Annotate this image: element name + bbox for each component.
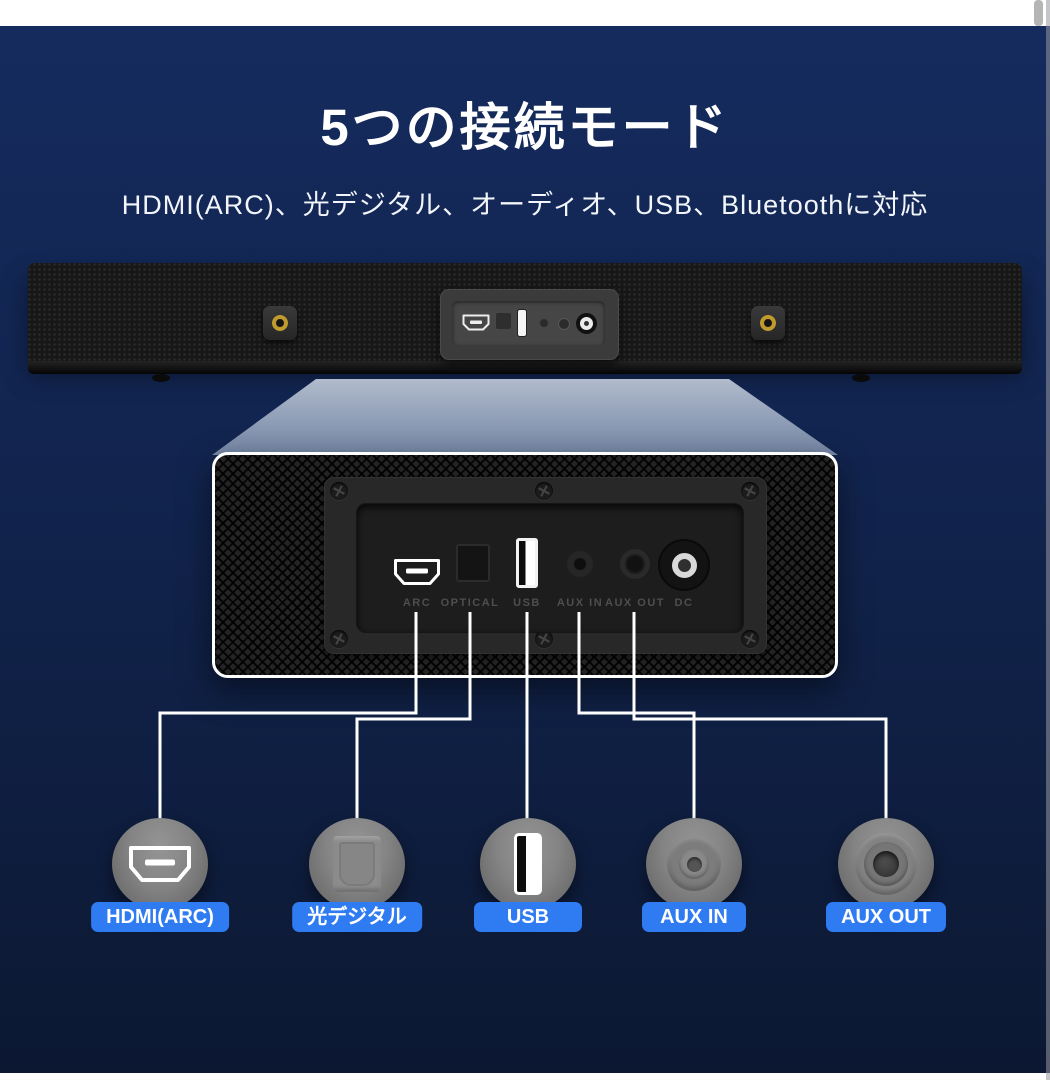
aux-in-jack-icon bbox=[667, 837, 721, 891]
optical-port-icon bbox=[456, 544, 490, 582]
dc-jack-icon bbox=[576, 313, 597, 334]
optical-port-icon bbox=[333, 836, 381, 892]
jack-hole bbox=[625, 554, 645, 574]
mode-label-optical: 光デジタル bbox=[292, 902, 422, 932]
mode-circle-usb bbox=[480, 818, 576, 910]
soundbar-back-panel-zoom: ARC OPTICAL USB AUX IN AUX OUT DC bbox=[212, 452, 838, 678]
mode-circle-aux-out bbox=[838, 818, 934, 910]
dc-jack-ring bbox=[580, 317, 593, 330]
mode-label-aux-out: AUX OUT bbox=[826, 902, 946, 932]
keyhole-mount-icon bbox=[272, 315, 288, 331]
port-label-arc: ARC bbox=[402, 597, 432, 609]
aux-in-jack-icon bbox=[567, 551, 593, 577]
jack-ring bbox=[864, 842, 908, 886]
aux-out-jack-icon bbox=[855, 833, 917, 895]
mode-circle-aux-in bbox=[646, 818, 742, 910]
soundbar-foot bbox=[152, 374, 170, 382]
usb-port-icon bbox=[516, 538, 538, 588]
mode-label-hdmi-arc: HDMI(ARC) bbox=[91, 902, 229, 932]
hdmi-port-icon bbox=[462, 314, 490, 331]
soundbar-port-module bbox=[440, 289, 619, 360]
aux-out-jack-icon bbox=[620, 549, 650, 579]
wall-mount-bracket bbox=[263, 306, 297, 340]
mode-label-usb: USB bbox=[474, 902, 582, 932]
screw-icon bbox=[531, 478, 557, 504]
screw-icon bbox=[326, 626, 352, 652]
mode-label-aux-in: AUX IN bbox=[642, 902, 746, 932]
jack-ring bbox=[679, 849, 709, 879]
jack-hole bbox=[686, 856, 702, 872]
aux-out-jack-icon bbox=[558, 318, 570, 330]
usb-port-icon bbox=[514, 833, 542, 895]
usb-port-icon bbox=[518, 310, 526, 336]
screw-icon bbox=[737, 626, 763, 652]
mode-circle-hdmi bbox=[112, 818, 208, 910]
wall-mount-bracket bbox=[751, 306, 785, 340]
port-label-usb: USB bbox=[513, 597, 541, 609]
optical-port-icon bbox=[496, 313, 511, 329]
scrollbar-track[interactable] bbox=[1046, 0, 1050, 1080]
soundbar-foot bbox=[852, 374, 870, 382]
port-label-optical: OPTICAL bbox=[440, 597, 500, 609]
hdmi-port-icon bbox=[394, 559, 440, 585]
optical-port-inner bbox=[339, 842, 375, 886]
page-subtitle: HDMI(ARC)、光デジタル、オーディオ、USB、Bluetoothに対応 bbox=[121, 190, 929, 220]
soundbar-port-recess bbox=[452, 301, 605, 346]
aux-in-jack-icon bbox=[540, 319, 548, 327]
port-label-dc: DC bbox=[674, 597, 694, 609]
hdmi-port-icon bbox=[129, 846, 191, 882]
screw-icon bbox=[531, 626, 557, 652]
screw-icon bbox=[326, 478, 352, 504]
scrollbar-thumb[interactable] bbox=[1034, 0, 1043, 26]
dc-jack-ring bbox=[671, 552, 697, 578]
jack-hole bbox=[873, 851, 899, 877]
page-title: 5つの接続モード bbox=[320, 99, 730, 156]
port-label-aux-out: AUX OUT bbox=[605, 597, 665, 609]
mode-circle-optical bbox=[309, 818, 405, 910]
jack-hole bbox=[574, 558, 586, 570]
soundbar-base bbox=[28, 361, 1022, 374]
screw-icon bbox=[737, 478, 763, 504]
dc-jack-icon bbox=[660, 541, 708, 589]
keyhole-mount-icon bbox=[760, 315, 776, 331]
port-label-aux-in: AUX IN bbox=[556, 597, 604, 609]
